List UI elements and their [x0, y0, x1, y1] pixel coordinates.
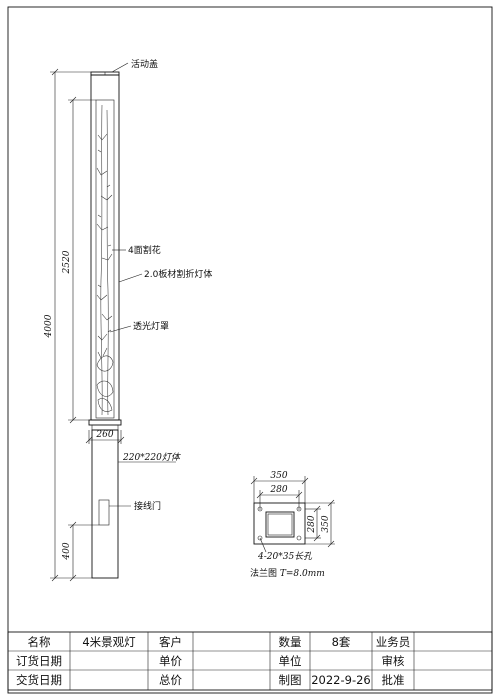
- dim-lamp-width: 260: [85, 430, 125, 444]
- bolt-slot: [296, 535, 302, 541]
- base-collar: [88, 419, 122, 426]
- title-block-cell: 单位: [279, 654, 302, 668]
- dim-door-text: 400: [62, 542, 72, 560]
- label-flange: 法兰图 T=8.0mm: [250, 567, 325, 579]
- dim-flange-bolt-v: 280: [307, 515, 317, 533]
- dim-lamp-text: 2520: [62, 250, 72, 274]
- bolt-slot: [257, 535, 263, 541]
- title-block-cell: 4米景观灯: [82, 635, 136, 649]
- bamboo-ornament: [96, 104, 114, 416]
- title-block-cell: 8套: [332, 635, 351, 649]
- dim-flange-outer-v: 350: [321, 515, 331, 532]
- carved-panel: [95, 99, 115, 419]
- title-block-cell: 客户: [159, 635, 182, 649]
- title-block-cell: 审核: [382, 654, 405, 668]
- dim-total-text: 4000: [44, 314, 54, 338]
- label-slots: 4-20*35长孔: [257, 551, 313, 562]
- lamp-body: [90, 74, 120, 421]
- pole-shaft: [91, 429, 119, 579]
- title-block-cell: 名称: [28, 635, 51, 649]
- dim-total-height: 4000: [44, 68, 92, 582]
- flange-detail: 350 280 280 350 4-20*35长孔 法兰图 T=8.0mm: [250, 471, 335, 579]
- label-cover: 活动盖: [131, 58, 158, 70]
- title-block-cell: 总价: [159, 673, 182, 687]
- title-block-cell: 2022-9-26: [311, 673, 371, 687]
- title-block-cell: 交货日期: [16, 673, 62, 687]
- sheet-border: [7, 6, 493, 694]
- label-lamp-body-size: 220*220灯体: [122, 452, 182, 463]
- dim-door-height: 400: [62, 521, 99, 582]
- dim-flange-bolt: 280: [269, 485, 287, 495]
- title-block-cell: 订货日期: [16, 654, 62, 668]
- bolt-slot: [296, 506, 302, 512]
- flange-plate: [253, 502, 306, 545]
- title-block-cell: 制图: [279, 673, 302, 687]
- label-body: 2.0板材割折灯体: [144, 268, 212, 280]
- dim-width-text: 260: [95, 430, 113, 440]
- wiring-door: [98, 499, 110, 526]
- dim-lamp-height: 2520: [62, 96, 96, 424]
- title-block-cell: 批准: [382, 673, 405, 687]
- dim-flange-outer: 350: [270, 471, 287, 481]
- label-shade: 透光灯罩: [133, 320, 169, 332]
- callouts: 活动盖 4面割花 2.0板材割折灯体 透光灯罩 220*220灯体 接线门: [109, 58, 212, 512]
- title-block-cell: 数量: [279, 635, 302, 649]
- flange-opening: [265, 511, 295, 538]
- bolt-slot: [257, 506, 263, 512]
- label-wiring-door: 接线门: [134, 500, 161, 512]
- title-block-cell: 业务员: [376, 635, 411, 649]
- label-carving: 4面割花: [128, 244, 161, 256]
- title-block-cell: 单价: [159, 654, 182, 668]
- lamp-pole: [88, 71, 122, 579]
